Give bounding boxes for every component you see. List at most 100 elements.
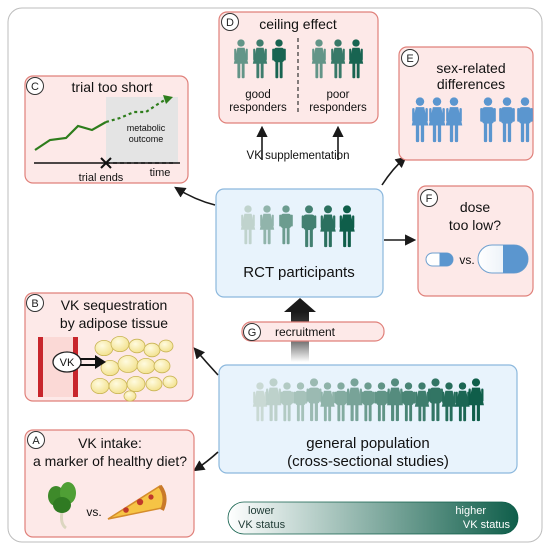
gradient-left-line2: VK status	[238, 519, 286, 531]
man-icon	[279, 205, 293, 245]
panel-c: C trial too short metabolic outcome time…	[24, 75, 189, 184]
woman-icon	[387, 378, 403, 422]
trial-ends-label: trial ends	[79, 172, 124, 184]
gradient-left-line1: lower	[248, 505, 275, 517]
fat-cell	[143, 342, 161, 358]
small-pill-icon	[425, 252, 454, 267]
adipose-tissue	[90, 335, 178, 402]
woman-icon	[330, 39, 346, 79]
woman-icon	[311, 39, 327, 79]
woman-icon	[428, 97, 446, 143]
panel-e-title-line1: sex-related	[436, 60, 505, 76]
woman-icon	[455, 382, 470, 422]
woman-icon	[320, 205, 336, 248]
man-icon	[301, 205, 317, 248]
fat-cell	[90, 377, 110, 395]
fat-cell	[126, 375, 146, 393]
panel-b-title-line1: VK sequestration	[61, 297, 168, 313]
metabolic-label: metabolic	[127, 123, 166, 133]
woman-icon	[339, 205, 355, 248]
arrow-to-panel-e	[381, 156, 407, 186]
panel-b-title-line2: by adipose tissue	[60, 315, 168, 331]
poor-responders-line2: responders	[309, 102, 367, 114]
fat-cell	[94, 339, 114, 357]
arrow-to-panel-b	[193, 347, 219, 376]
man-icon	[517, 97, 533, 143]
panel-f-title-line1: dose	[460, 199, 491, 215]
man-icon	[280, 382, 294, 422]
panel-e: E sex-related differences	[398, 46, 534, 161]
gradient-right-line1: higher	[455, 505, 486, 517]
woman-icon	[265, 378, 282, 422]
panel-f-title-line2: too low?	[449, 217, 501, 233]
general-population-box: general population (cross-sectional stud…	[218, 364, 518, 474]
panel-c-title: trial too short	[72, 79, 153, 95]
fat-cell	[117, 355, 139, 373]
panel-d-letter: D	[226, 17, 234, 29]
woman-icon	[233, 39, 249, 79]
arrows	[174, 125, 417, 472]
fat-cell	[153, 358, 171, 374]
rct-participants-label: RCT participants	[243, 264, 354, 281]
panel-f: F dose too low? vs.	[417, 185, 534, 297]
general-population-line2: (cross-sectional studies)	[287, 453, 449, 470]
woman-icon	[348, 39, 364, 79]
pizza-slice-icon	[107, 484, 167, 520]
vk-molecule	[52, 351, 82, 373]
panel-b-letter: B	[31, 298, 38, 310]
panel-b: B VK sequestration by adipose tissue VK	[24, 292, 194, 402]
man-icon	[480, 97, 496, 143]
woman-icon	[240, 205, 256, 245]
fat-cell	[128, 338, 146, 354]
panel-g-letter: G	[248, 327, 257, 339]
fat-cell	[123, 390, 137, 402]
panel-a-title-line2: a marker of healthy diet?	[33, 453, 187, 469]
panel-f-vs: vs.	[459, 253, 474, 267]
woman-icon	[346, 378, 363, 422]
arrow-to-panel-c	[174, 186, 216, 206]
arrow-to-panel-a	[193, 451, 219, 472]
gradient-right-line2: VK status	[463, 519, 511, 531]
man-icon	[272, 39, 286, 79]
leafy-greens-icon	[48, 482, 76, 530]
panel-a-title-line1: VK intake:	[78, 435, 142, 451]
man-icon	[401, 382, 416, 422]
vk-supplementation-label: VK supplementation	[247, 150, 350, 162]
outcome-label: outcome	[129, 134, 164, 144]
good-responders-line2: responders	[229, 102, 287, 114]
woman-icon	[445, 97, 463, 143]
vk-status-gradient-bar: lower VK status higher VK status	[227, 501, 519, 535]
man-icon	[499, 97, 515, 143]
fat-cell	[162, 375, 178, 389]
fat-cell	[110, 335, 130, 353]
vk-molecule-label: VK	[60, 357, 75, 369]
panel-a: A VK intake: a marker of healthy diet? v…	[24, 429, 195, 538]
woman-icon	[441, 382, 457, 422]
man-icon	[334, 382, 348, 422]
rct-participants-box: RCT participants	[215, 188, 384, 298]
woman-icon	[320, 382, 335, 422]
large-pill-icon	[477, 244, 529, 274]
time-label: time	[150, 167, 171, 179]
panel-a-letter: A	[32, 435, 40, 447]
woman-icon	[468, 378, 484, 422]
woman-icon	[259, 205, 275, 245]
man-icon	[293, 382, 308, 422]
panel-e-letter: E	[406, 53, 413, 65]
woman-icon	[252, 39, 268, 79]
poor-responders-line1: poor	[326, 89, 349, 101]
fat-cell	[108, 377, 128, 395]
panel-a-vs: vs.	[86, 505, 101, 519]
fat-cell	[136, 357, 156, 375]
panel-d-title: ceiling effect	[259, 16, 337, 32]
man-icon	[428, 378, 443, 422]
trial-end-marker	[100, 157, 112, 169]
panel-f-letter: F	[426, 193, 433, 205]
man-icon	[306, 378, 322, 422]
post-trial-shaded-area	[106, 97, 178, 163]
panel-d: D ceiling effect good responders poor re…	[218, 11, 379, 124]
panel-g: G recruitment	[241, 321, 385, 342]
observed-trend-line	[34, 121, 107, 151]
